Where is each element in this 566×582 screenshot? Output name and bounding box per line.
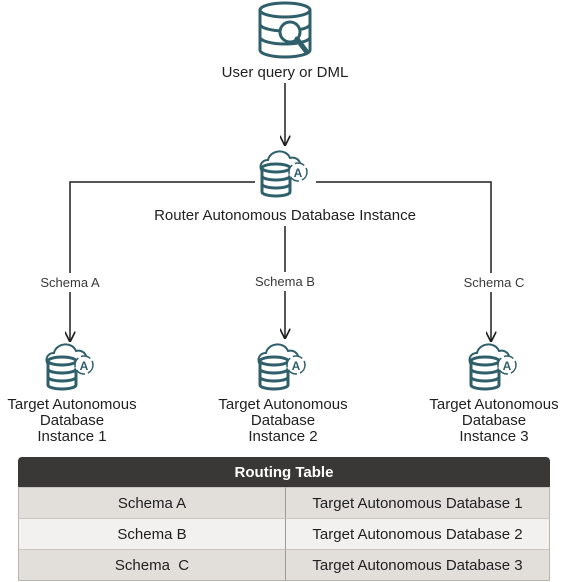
svg-text:A: A <box>292 359 301 373</box>
routing-table: Routing Table Schema A Target Autonomous… <box>18 457 550 581</box>
table-row: Schema B Target Autonomous Database 2 <box>18 518 550 549</box>
source-label: User query or DML <box>221 64 349 81</box>
target-3-line-3: Instance 3 <box>459 428 529 445</box>
target-3-label: Target Autonomous Database Instance 3 <box>422 397 566 445</box>
target-2-autonomous-database-icon: A <box>257 343 306 391</box>
router-label: Router Autonomous Database Instance <box>135 208 435 224</box>
table-row: Schema C Target Autonomous Database 3 <box>18 549 550 581</box>
schema-b-label: Schema B <box>245 272 325 291</box>
target-2-label: Target Autonomous Database Instance 2 <box>211 397 355 445</box>
database-search-icon <box>258 1 312 59</box>
table-cell-schema: Schema C <box>18 549 286 581</box>
svg-text:A: A <box>503 359 512 373</box>
table-cell-schema: Schema A <box>18 487 286 518</box>
table-row: Schema A Target Autonomous Database 1 <box>18 487 550 518</box>
router-autonomous-database-icon: A <box>259 150 308 198</box>
router-to-target-1-arrow <box>70 181 255 341</box>
target-2-line-3: Instance 2 <box>248 428 318 445</box>
target-1-line-1: Target Autonomous <box>7 396 137 413</box>
table-cell-target: Target Autonomous Database 1 <box>286 487 550 518</box>
target-3-autonomous-database-icon: A <box>468 343 517 391</box>
target-1-line-3: Instance 1 <box>37 428 107 445</box>
target-1-autonomous-database-icon: A <box>45 343 94 391</box>
target-3-line-2: Database <box>461 412 527 429</box>
routing-table-title: Routing Table <box>18 457 550 487</box>
table-cell-target: Target Autonomous Database 3 <box>286 549 550 581</box>
svg-text:A: A <box>294 166 303 180</box>
table-cell-schema: Schema B <box>18 518 286 549</box>
target-1-line-2: Database <box>39 412 105 429</box>
schema-c-label: Schema C <box>457 273 531 292</box>
schema-a-label: Schema A <box>34 273 106 292</box>
svg-text:A: A <box>80 359 89 373</box>
target-3-line-1: Target Autonomous <box>429 396 559 413</box>
router-to-target-3-arrow <box>316 181 491 341</box>
table-cell-target: Target Autonomous Database 2 <box>286 518 550 549</box>
routing-table-header-row: Routing Table <box>18 457 550 487</box>
target-1-label: Target Autonomous Database Instance 1 <box>0 397 144 445</box>
target-2-line-1: Target Autonomous <box>218 396 348 413</box>
target-2-line-2: Database <box>250 412 316 429</box>
